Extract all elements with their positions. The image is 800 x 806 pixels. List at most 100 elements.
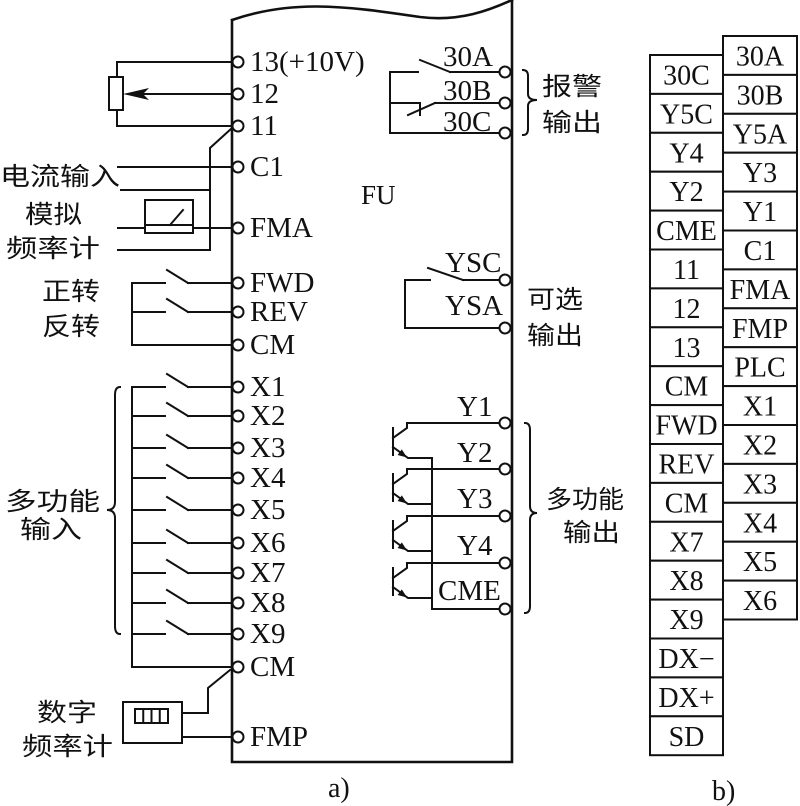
terminal-cell-label: FWD: [655, 411, 717, 442]
terminal-label-y3: Y3: [457, 483, 492, 515]
terminal-connector-icon: [231, 87, 245, 101]
terminal-cell-label: 30B: [737, 80, 784, 111]
terminal-cell: FMA: [722, 268, 798, 310]
annotation-frequency-meter: 频率计: [6, 234, 100, 263]
terminal-label-x8: X8: [250, 587, 285, 619]
transistor-collector: [391, 515, 501, 533]
terminal-connector-icon: [231, 503, 245, 517]
switch-contact-icon: [131, 588, 233, 605]
terminal-cell-label: 13: [673, 333, 701, 364]
emitter-arrow-icon: [397, 589, 407, 598]
terminal-cell: C1: [722, 229, 798, 271]
switch-contact-icon: [131, 297, 233, 314]
emitter-arrow-icon: [397, 495, 407, 504]
terminal-cell-border: [649, 598, 724, 640]
terminal-cell-border: [649, 131, 724, 173]
terminal-cell-border: [649, 520, 724, 562]
terminal-connector-icon: [498, 65, 512, 79]
terminal-cell-label: 30C: [663, 60, 710, 91]
terminal-cell: X9: [649, 598, 724, 640]
terminal-label-30a: 30A: [443, 41, 493, 73]
terminal-connector-icon: [498, 509, 512, 523]
terminal-connector-icon: [231, 338, 245, 352]
terminal-label-x2: X2: [250, 400, 285, 432]
terminal-cell-label: CM: [665, 488, 709, 519]
terminal-cell: SD: [649, 715, 724, 757]
brace-icon: [521, 68, 538, 137]
terminal-cell: Y2: [649, 170, 724, 212]
terminal-cell: X7: [649, 520, 724, 562]
terminal-cell-border: [649, 326, 724, 368]
inverter-body-outline: [230, 0, 514, 764]
terminal-cell: 13: [649, 326, 724, 368]
terminal-cell: X3: [722, 462, 798, 504]
transistor-icon: [391, 515, 501, 552]
terminal-cell-label: Y5A: [733, 119, 788, 150]
current-input-wiring: [117, 126, 234, 251]
terminal-cell-label: REV: [659, 449, 715, 480]
terminal-cell: Y3: [722, 151, 798, 193]
terminal-cell: Y5C: [649, 92, 724, 134]
annotation-digital: 数字: [37, 698, 97, 727]
terminal-cell-label: Y2: [669, 177, 703, 208]
terminal-cell-border: [649, 209, 724, 251]
terminal-label-y2: Y2: [457, 437, 492, 469]
terminal-cell-border: [649, 92, 724, 134]
terminal-connector-icon: [498, 126, 512, 140]
terminal-connector-icon: [231, 471, 245, 485]
switch-blade: [165, 433, 190, 450]
terminal-cell-label: 12: [673, 294, 701, 325]
emitter-arrow-icon: [397, 542, 407, 551]
annotation-frequency-meter: 频率计: [22, 732, 113, 761]
transistor-collector: [391, 562, 501, 580]
terminal-cell: PLC: [722, 346, 798, 388]
switch-contact-icon: [426, 266, 465, 282]
output-terminal-labels: 30A 30B 30C YSC YSA Y1 Y2 Y3 Y4 CME: [438, 41, 503, 607]
terminal-cell: REV: [649, 443, 724, 484]
terminal-label-fwd: FWD: [250, 267, 314, 299]
terminal-cell-border: [649, 287, 724, 329]
terminal-cell-label: Y3: [743, 158, 777, 189]
digital-frequency-meter-icon: [122, 668, 233, 744]
transistor-outputs: [391, 421, 538, 615]
terminal-cell-label: CM: [665, 372, 709, 403]
terminal-cell-label: X5: [743, 547, 777, 578]
terminal-cell: X5: [722, 540, 798, 582]
terminal-cell-label: X6: [743, 586, 777, 617]
switch-contact-icon: [131, 433, 233, 450]
terminal-label-fmp: FMP: [250, 721, 308, 753]
terminal-connector-icon: [231, 441, 245, 455]
terminal-connector-icon: [498, 416, 512, 430]
terminal-connector-icon: [498, 273, 512, 287]
terminal-connector-icon: [231, 221, 245, 235]
terminal-cell-label: X1: [743, 392, 777, 423]
emitter-arrow-icon: [397, 449, 407, 458]
terminal-label-rev: REV: [250, 296, 308, 328]
optional-output-contact: [404, 266, 501, 329]
brace-icon: [106, 385, 122, 636]
transistor-icon: [391, 422, 501, 459]
switch-blade: [165, 588, 190, 605]
terminal-cell: CME: [649, 209, 724, 251]
terminal-label-x5: X5: [250, 494, 285, 526]
terminal-label-y4: Y4: [457, 530, 493, 562]
terminal-cell-label: X4: [743, 508, 777, 539]
terminal-connector-icon: [498, 96, 512, 110]
terminal-label-x3: X3: [250, 432, 285, 464]
potentiometer-icon: [108, 76, 124, 111]
terminal-label-cm: CM: [250, 329, 295, 361]
switch-contact-icon: [131, 372, 233, 389]
wire-13: [116, 61, 233, 78]
annotation-current-input: 电流输入: [0, 162, 120, 191]
annotation-optional: 可选: [527, 285, 583, 314]
terminal-connector-icon: [231, 596, 245, 610]
terminal-cell: 30A: [722, 35, 798, 76]
inverter-label: FU: [361, 180, 396, 210]
terminal-block-left-column: 30CY5CY4Y2CME111213CMFWDREVCMX7X8X9DX−DX…: [649, 54, 724, 757]
terminal-cell-border: [722, 424, 798, 465]
terminal-cell-label: X7: [669, 527, 703, 558]
potentiometer-wiring: [108, 61, 233, 127]
terminal-connector-icon: [231, 730, 245, 744]
terminal-cell-label: DX+: [658, 683, 714, 714]
